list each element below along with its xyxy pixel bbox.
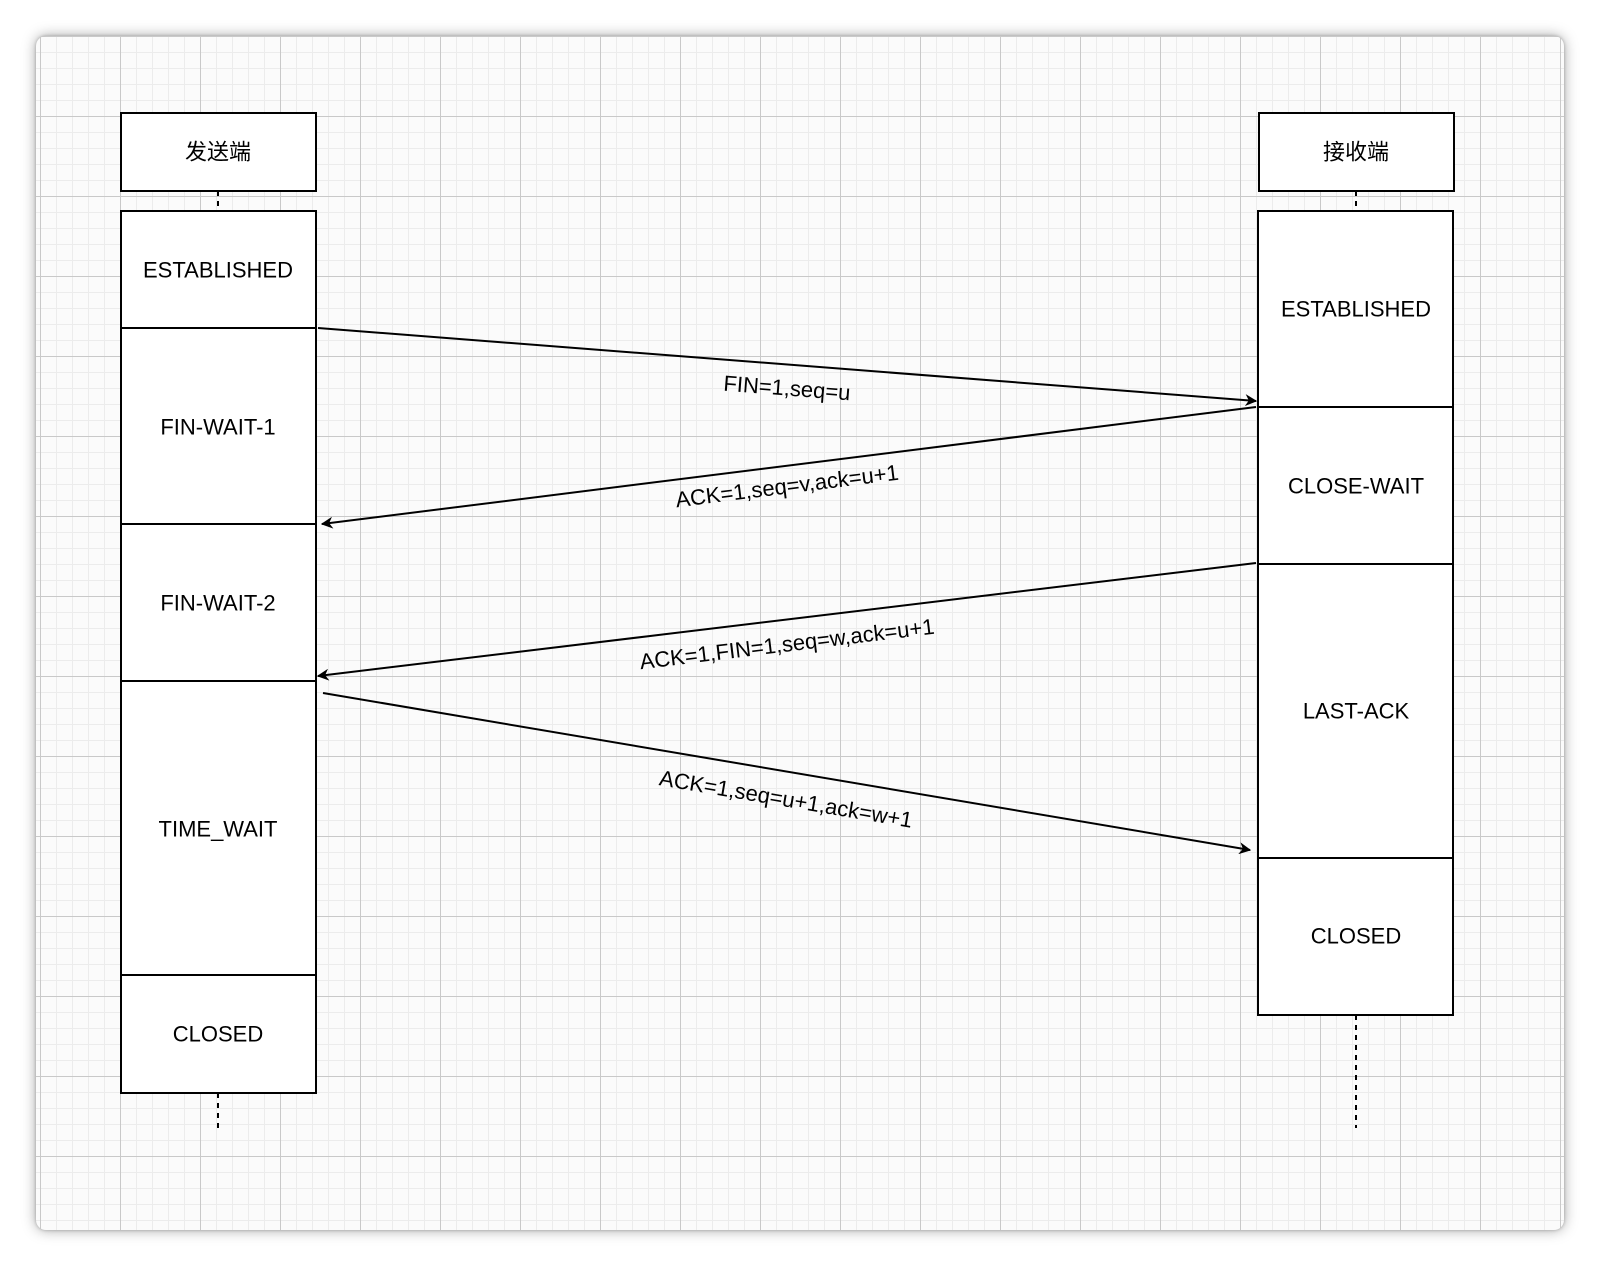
message-fin-ack-label: ACK=1,FIN=1,seq=w,ack=u+1 <box>638 614 935 674</box>
message-fin-ack-arrow <box>316 562 1257 681</box>
message-fin-label: FIN=1,seq=u <box>723 371 852 406</box>
diagram-canvas: 发送端 接收端 ESTABLISHED FIN-WAIT-1 FIN-WAIT-… <box>36 36 1564 1230</box>
message-final-ack-arrow <box>322 692 1252 855</box>
message-ack-label: ACK=1,seq=v,ack=u+1 <box>674 460 900 513</box>
sender-state-fin-wait-1: FIN-WAIT-1 <box>160 415 275 440</box>
receiver-state-closed: CLOSED <box>1311 924 1401 949</box>
receiver-state-column: ESTABLISHED CLOSE-WAIT LAST-ACK CLOSED <box>1257 210 1454 1016</box>
sender-state-fin-wait-2: FIN-WAIT-2 <box>160 591 275 616</box>
receiver-state-last-ack: LAST-ACK <box>1303 699 1410 724</box>
message-final-ack-label: ACK=1,seq=u+1,ack=w+1 <box>658 765 915 832</box>
tcp-close-sequence-diagram: 发送端 接收端 ESTABLISHED FIN-WAIT-1 FIN-WAIT-… <box>120 112 1455 1128</box>
sender-state-column: ESTABLISHED FIN-WAIT-1 FIN-WAIT-2 TIME_W… <box>120 210 317 1094</box>
sender-state-time-wait: TIME_WAIT <box>159 817 278 842</box>
receiver-header: 接收端 <box>1258 112 1455 192</box>
message-final-ack: ACK=1,seq=u+1,ack=w+1 <box>322 692 1252 855</box>
sender-state-established: ESTABLISHED <box>143 258 293 283</box>
sender-header: 发送端 <box>120 112 317 192</box>
receiver-title: 接收端 <box>1323 140 1389 165</box>
receiver-state-established: ESTABLISHED <box>1281 297 1431 322</box>
message-ack-arrow <box>320 406 1257 529</box>
message-ack: ACK=1,seq=v,ack=u+1 <box>320 406 1257 529</box>
sender-title: 发送端 <box>185 140 251 165</box>
message-fin-ack: ACK=1,FIN=1,seq=w,ack=u+1 <box>316 562 1257 681</box>
receiver-state-close-wait: CLOSE-WAIT <box>1288 474 1424 499</box>
message-fin: FIN=1,seq=u <box>317 327 1258 407</box>
sender-state-closed: CLOSED <box>173 1022 263 1047</box>
message-fin-arrow <box>317 327 1258 407</box>
